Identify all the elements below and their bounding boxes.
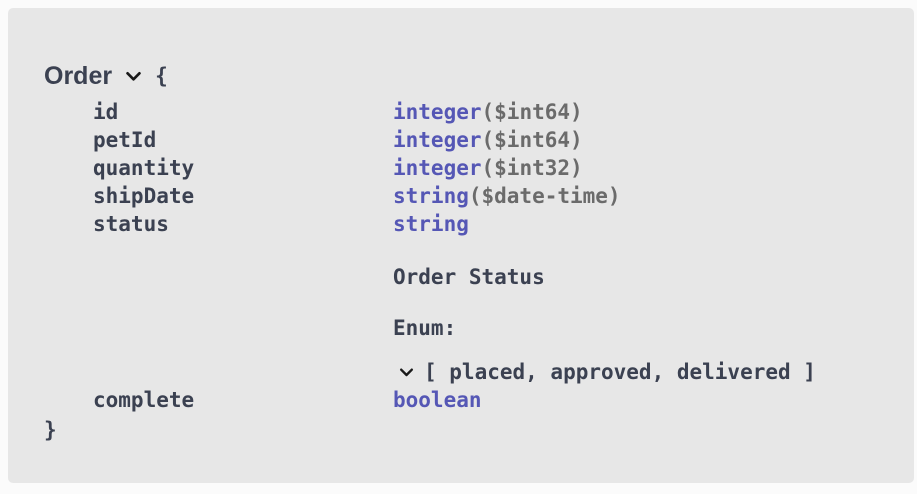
property-name: shipDate (93, 184, 195, 208)
close-brace: } (44, 418, 57, 442)
property-type: integer (393, 100, 482, 124)
property-value: integer($int64) (393, 98, 583, 126)
property-type: integer (393, 128, 482, 152)
enum-toggle[interactable]: [ placed, approved, delivered ] (398, 358, 816, 386)
property-row-complete: complete boolean (93, 386, 914, 414)
property-format: ($int64) (481, 128, 583, 152)
property-value: string Order Status Enum: [ placed, appr… (393, 210, 816, 386)
property-row-id: id integer($int64) (93, 98, 914, 126)
model-toggle[interactable]: Order { (44, 60, 914, 92)
property-value: integer($int32) (393, 154, 583, 182)
property-description: Order Status (393, 265, 545, 289)
property-type: string (393, 184, 469, 208)
property-row-petid: petId integer($int64) (93, 126, 914, 154)
property-row-shipdate: shipDate string($date-time) (93, 182, 914, 210)
property-type: string (393, 212, 469, 236)
enum-values: [ placed, approved, delivered ] (424, 360, 816, 384)
property-name: complete (93, 388, 195, 412)
model-card: Order { id integer($int64) petId integer… (8, 8, 914, 483)
property-name: status (93, 212, 169, 236)
property-value: string($date-time) (393, 182, 621, 210)
property-name: petId (93, 128, 157, 152)
property-format: ($date-time) (468, 184, 621, 208)
property-format: ($int32) (481, 156, 583, 180)
property-list: id integer($int64) petId integer($int64)… (93, 98, 914, 414)
property-format: ($int64) (481, 100, 583, 124)
enum-label: Enum: (393, 316, 457, 340)
model-content: Order { id integer($int64) petId integer… (8, 8, 914, 444)
property-value: boolean (393, 386, 482, 414)
property-row-quantity: quantity integer($int32) (93, 154, 914, 182)
chevron-down-icon[interactable] (124, 67, 143, 86)
property-row-status: status string Order Status Enum: [ place… (93, 210, 914, 386)
property-type: integer (393, 156, 482, 180)
property-value: integer($int64) (393, 126, 583, 154)
open-brace: { (155, 64, 168, 88)
chevron-down-icon[interactable] (398, 364, 415, 381)
property-name: quantity (93, 156, 195, 180)
model-title: Order (44, 61, 113, 90)
property-type-line: string (393, 210, 816, 238)
property-name: id (93, 100, 119, 124)
property-type: boolean (393, 388, 482, 412)
